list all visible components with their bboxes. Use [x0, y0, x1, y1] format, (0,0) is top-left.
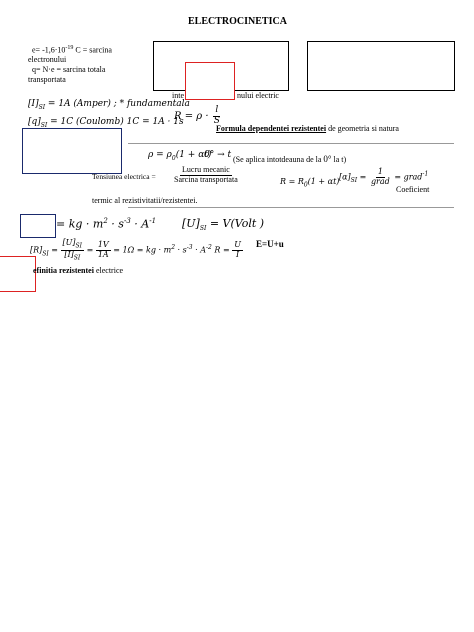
divider-1 [128, 143, 454, 144]
temp-arrow: 0° → t [204, 150, 232, 160]
coulomb-unit: [q]SI = 1C (Coulomb) 1C = 1A · 1s [28, 117, 184, 129]
coef-label2: termic al rezistivitatii/rezistentei. [92, 196, 198, 205]
charge-e-line2: electronului [28, 55, 67, 64]
tension-label: Tensiunea electrica = [92, 172, 156, 181]
red-highlight-box [185, 62, 235, 100]
charge-e-line: e= -1,6·10-19 C = sarcina [32, 45, 112, 55]
resistivity-temp-formula: ρ = ρ0(1 + αt) [148, 150, 212, 162]
page-title: ELECTROCINETICA [188, 16, 287, 27]
resistance-definition: efinitia rezistentei electrice [33, 266, 124, 275]
volt-frame [20, 214, 56, 238]
charge-q-line: q= N·e = sarcina totala [32, 65, 106, 74]
resistance-formula: R = ρ · l S [174, 105, 221, 126]
r0-formula: R = R0(1 + αt) [280, 177, 340, 189]
alpha-unit: [α]SI = 1 grad = grad-1 [339, 167, 429, 186]
coef-label: Coeficient [396, 185, 430, 194]
amper-unit: [I]SI = 1A (Amper) ; * fundamentala [28, 99, 190, 111]
tension-fraction: Lucru mecanic Sarcina transportata [174, 165, 238, 184]
formula-frame [22, 128, 122, 174]
image-frame-right [307, 41, 455, 91]
volt-formula: = kg · m2 · s-3 · A-1 [56, 217, 157, 231]
dependence-heading: Formula dependentei rezistentei de geome… [216, 124, 399, 133]
intensity-left: inte [172, 91, 184, 100]
intensity-right: nului electric [237, 91, 279, 100]
ohm-formula: [R]SI = [U]SI [I]SI = 1V 1A = 1Ω = kg · … [30, 238, 243, 262]
divider-2 [128, 207, 454, 208]
emf-formula: E=U+u [256, 239, 284, 249]
temp-note: (Se aplica intotdeauna de la 0° la t) [233, 154, 347, 164]
volt-unit: [U]SI = V(Volt ) [182, 217, 265, 233]
red-highlight-box-2 [0, 256, 36, 292]
charge-q-line2: transportata [28, 75, 66, 84]
